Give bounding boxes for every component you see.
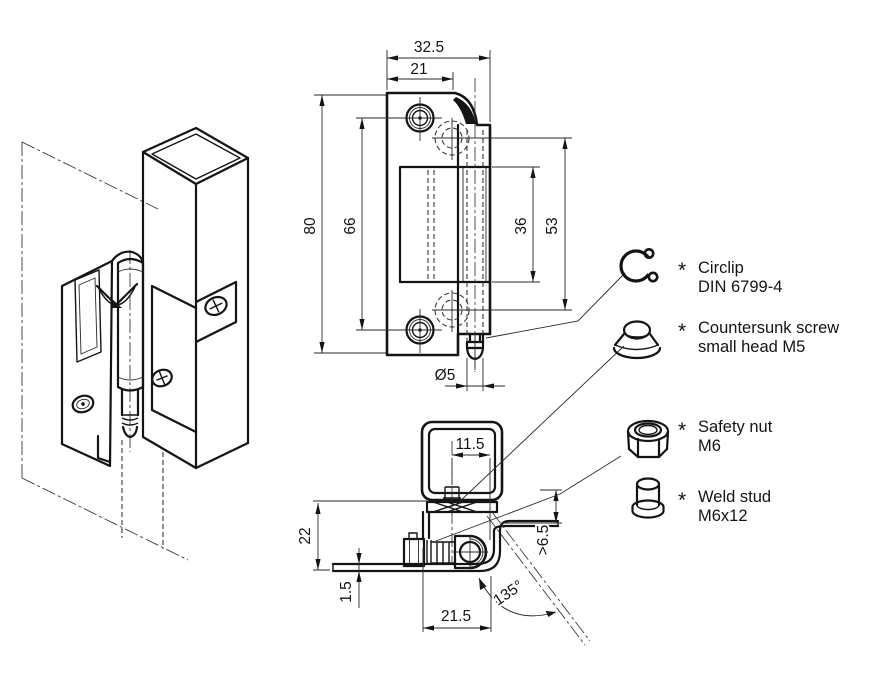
- dim-bracket-depth: 22: [297, 527, 314, 544]
- side-section-view: 135° 11.5 22 1.5 21.5 >6.5: [295, 420, 591, 646]
- part-label-countersunk: Countersunk screw: [698, 319, 839, 337]
- side-dimensions: 11.5 22 1.5 21.5 >6.5: [295, 434, 562, 632]
- part-marker: *: [678, 489, 686, 512]
- circlip-leader: [485, 272, 626, 339]
- dim-barrel-length: 36: [513, 217, 530, 234]
- safety-nut-leader: [435, 455, 622, 542]
- side-l-bracket: [331, 519, 560, 573]
- isometric-view: [21, 126, 250, 561]
- front-weld-stud: [465, 332, 485, 370]
- front-view: 32.5 21 80 66 36 53 Ø5: [300, 37, 572, 391]
- hinge-barrel-isometric: [116, 257, 145, 439]
- part-marker: *: [678, 419, 686, 442]
- weld-stud-icon: [631, 477, 665, 519]
- part-spec-weld-stud: M6x12: [698, 507, 748, 525]
- dim-min-clearance: >6.5: [535, 525, 552, 556]
- front-dimensions: 32.5 21 80 66 36 53 Ø5: [300, 37, 568, 391]
- tube-section-inner: [427, 427, 497, 495]
- part-label-weld-stud: Weld stud: [698, 488, 771, 506]
- phillips-screw-icon: [151, 368, 173, 388]
- leader-lines: [435, 272, 626, 542]
- square-tube-isometric: [141, 126, 250, 470]
- dim-overall-height: 80: [302, 217, 319, 235]
- part-label-safety-nut: Safety nut: [698, 418, 773, 436]
- countersunk-screw-leader: [455, 345, 625, 506]
- countersunk-screw-icon: [612, 320, 662, 360]
- pivot-hole-top: [432, 118, 572, 160]
- side-nut-and-pivot: [402, 532, 488, 570]
- dim-screw-spacing: 66: [342, 217, 359, 234]
- circlip-icon: [619, 248, 664, 284]
- door-leaf-isometric: [60, 259, 114, 468]
- dim-opening-angle: 135°: [490, 577, 526, 609]
- dim-overall-width: 32.5: [414, 39, 444, 56]
- formed-corner-fill: [453, 97, 476, 124]
- pivot-hole-bottom: [432, 290, 572, 332]
- front-screw-bottom: [356, 309, 442, 353]
- dim-sheet-thickness: 1.5: [338, 581, 355, 603]
- dim-leaf-length: 21.5: [441, 608, 471, 625]
- dim-stud-offset: 11.5: [455, 436, 484, 453]
- front-screw-top: [356, 97, 442, 141]
- tube-leaf-isometric: [150, 280, 238, 434]
- part-spec-circlip: DIN 6799-4: [698, 278, 782, 296]
- pin-hidden-lines: [466, 130, 484, 350]
- slot-hidden-lines: [427, 170, 435, 280]
- part-spec-countersunk: small head M5: [698, 338, 805, 356]
- safety-nut-icon: [626, 419, 670, 459]
- part-marker: *: [678, 320, 686, 343]
- dim-stud-diameter: Ø5: [435, 367, 456, 384]
- phillips-screw-icon: [204, 295, 228, 317]
- dim-hole-offset-width: 21: [410, 61, 427, 78]
- part-label-circlip: Circlip: [698, 259, 744, 277]
- side-leaf-and-stud: [421, 486, 499, 540]
- oval-screw-icon: [71, 394, 95, 414]
- parts-list: * Circlip DIN 6799-4 * Countersunk screw…: [612, 248, 839, 525]
- part-marker: *: [678, 259, 686, 282]
- dim-pivot-hole-spacing: 53: [544, 217, 561, 234]
- part-spec-safety-nut: M6: [698, 437, 721, 455]
